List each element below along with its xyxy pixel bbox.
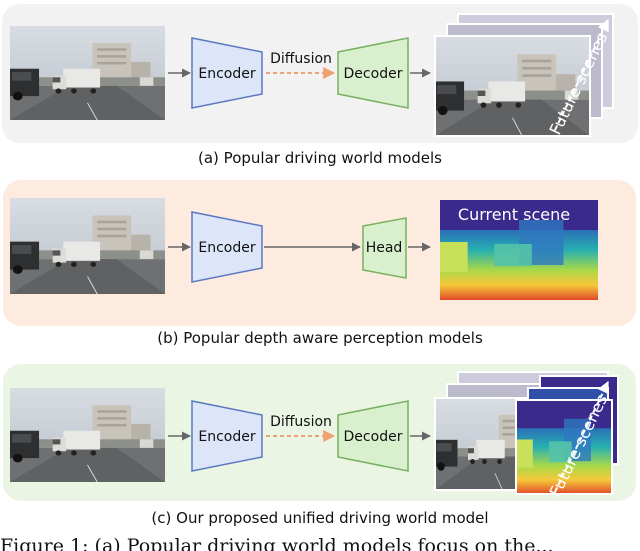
panel-c-future-arrow	[554, 380, 609, 493]
panel-a-decoder-label: Decoder	[344, 66, 403, 82]
panel-c-encoder-block	[191, 400, 263, 472]
panel-b-encoder-block	[191, 211, 263, 283]
panel-c-decoder-label: Decoder	[344, 429, 403, 445]
panel-a-diffusion-label: Diffusion	[270, 51, 332, 67]
panel-b-caption: (b) Popular depth aware perception model…	[157, 329, 483, 347]
panel-c-decoder-block	[337, 400, 409, 472]
panel-b-head-label: Head	[366, 240, 403, 256]
panel-c-caption: (c) Our proposed unified driving world m…	[151, 509, 488, 527]
panel-a-future-arrow	[554, 18, 609, 131]
panel-a-decoder-block	[337, 37, 409, 109]
panel-c-encoder-label: Encoder	[198, 429, 255, 445]
panel-b-input-image	[10, 198, 165, 294]
panel-a-output-stack	[434, 13, 614, 137]
panel-b-output-label: Current scene	[458, 205, 570, 224]
panel-a-encoder-label: Encoder	[198, 66, 255, 82]
panel-c-input-image	[10, 388, 165, 482]
figure-caption-partial: Figure 1: (a) Popular driving world mode…	[0, 535, 554, 551]
panel-b-head-block	[362, 217, 407, 279]
panel-c-output-stack	[434, 371, 619, 495]
panel-a-encoder-block	[191, 37, 263, 109]
panel-c-diffusion-label: Diffusion	[270, 414, 332, 430]
panel-a-caption: (a) Popular driving world models	[198, 149, 442, 167]
panel-b-encoder-label: Encoder	[198, 240, 255, 256]
panel-a-input-image	[10, 26, 165, 120]
